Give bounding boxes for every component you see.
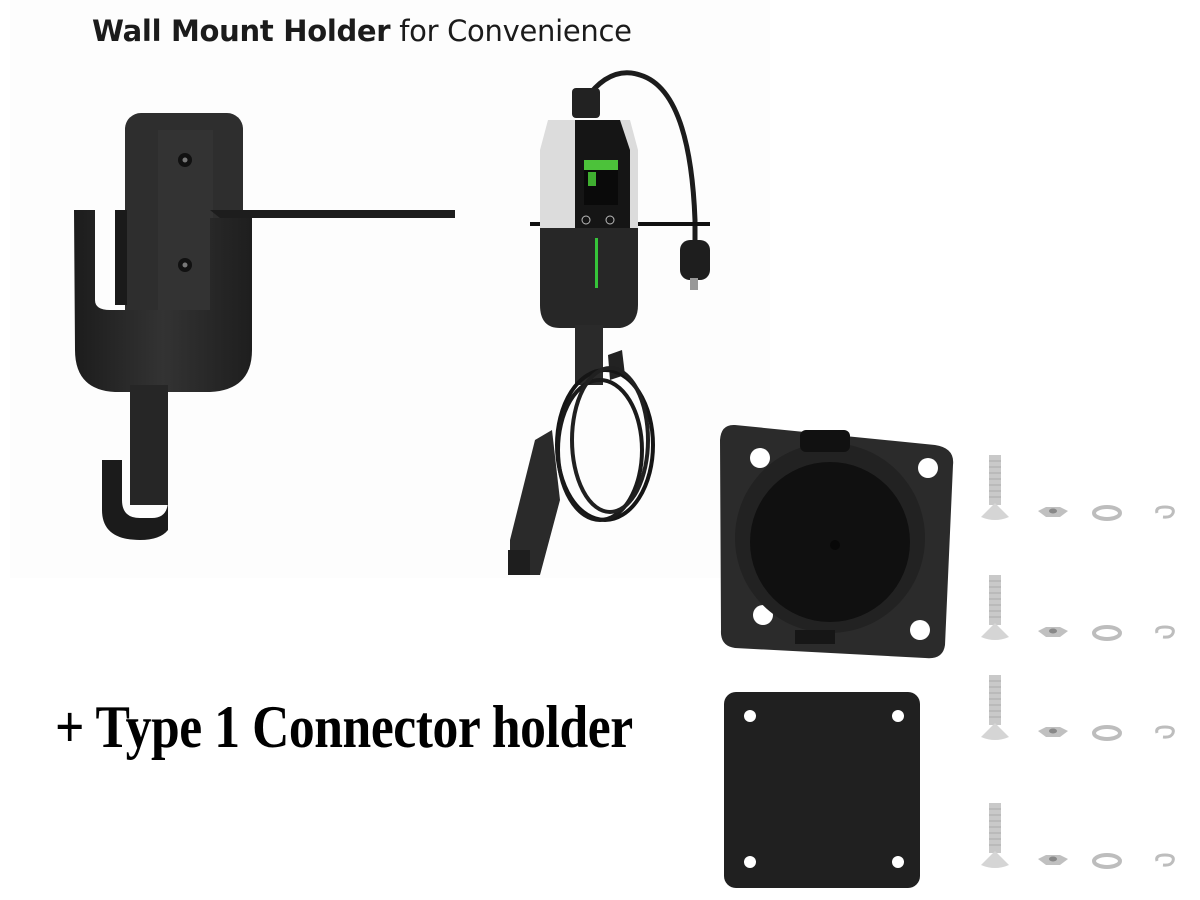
connector-holder-caption: + Type 1 Connector holder [55,694,633,760]
gasket-plate-image [724,692,920,888]
page-title: Wall Mount Holder for Convenience [92,14,632,48]
hardware-row-1 [979,453,1176,522]
title-light: for Convenience [399,14,632,48]
type1-connector-socket-image [720,424,954,659]
hardware-set [975,453,1185,875]
wall-mount-holder-image [74,113,455,540]
title-bold: Wall Mount Holder [92,14,391,48]
screws-nuts-washers-image [979,453,1176,870]
ev-charger-image [508,70,710,575]
